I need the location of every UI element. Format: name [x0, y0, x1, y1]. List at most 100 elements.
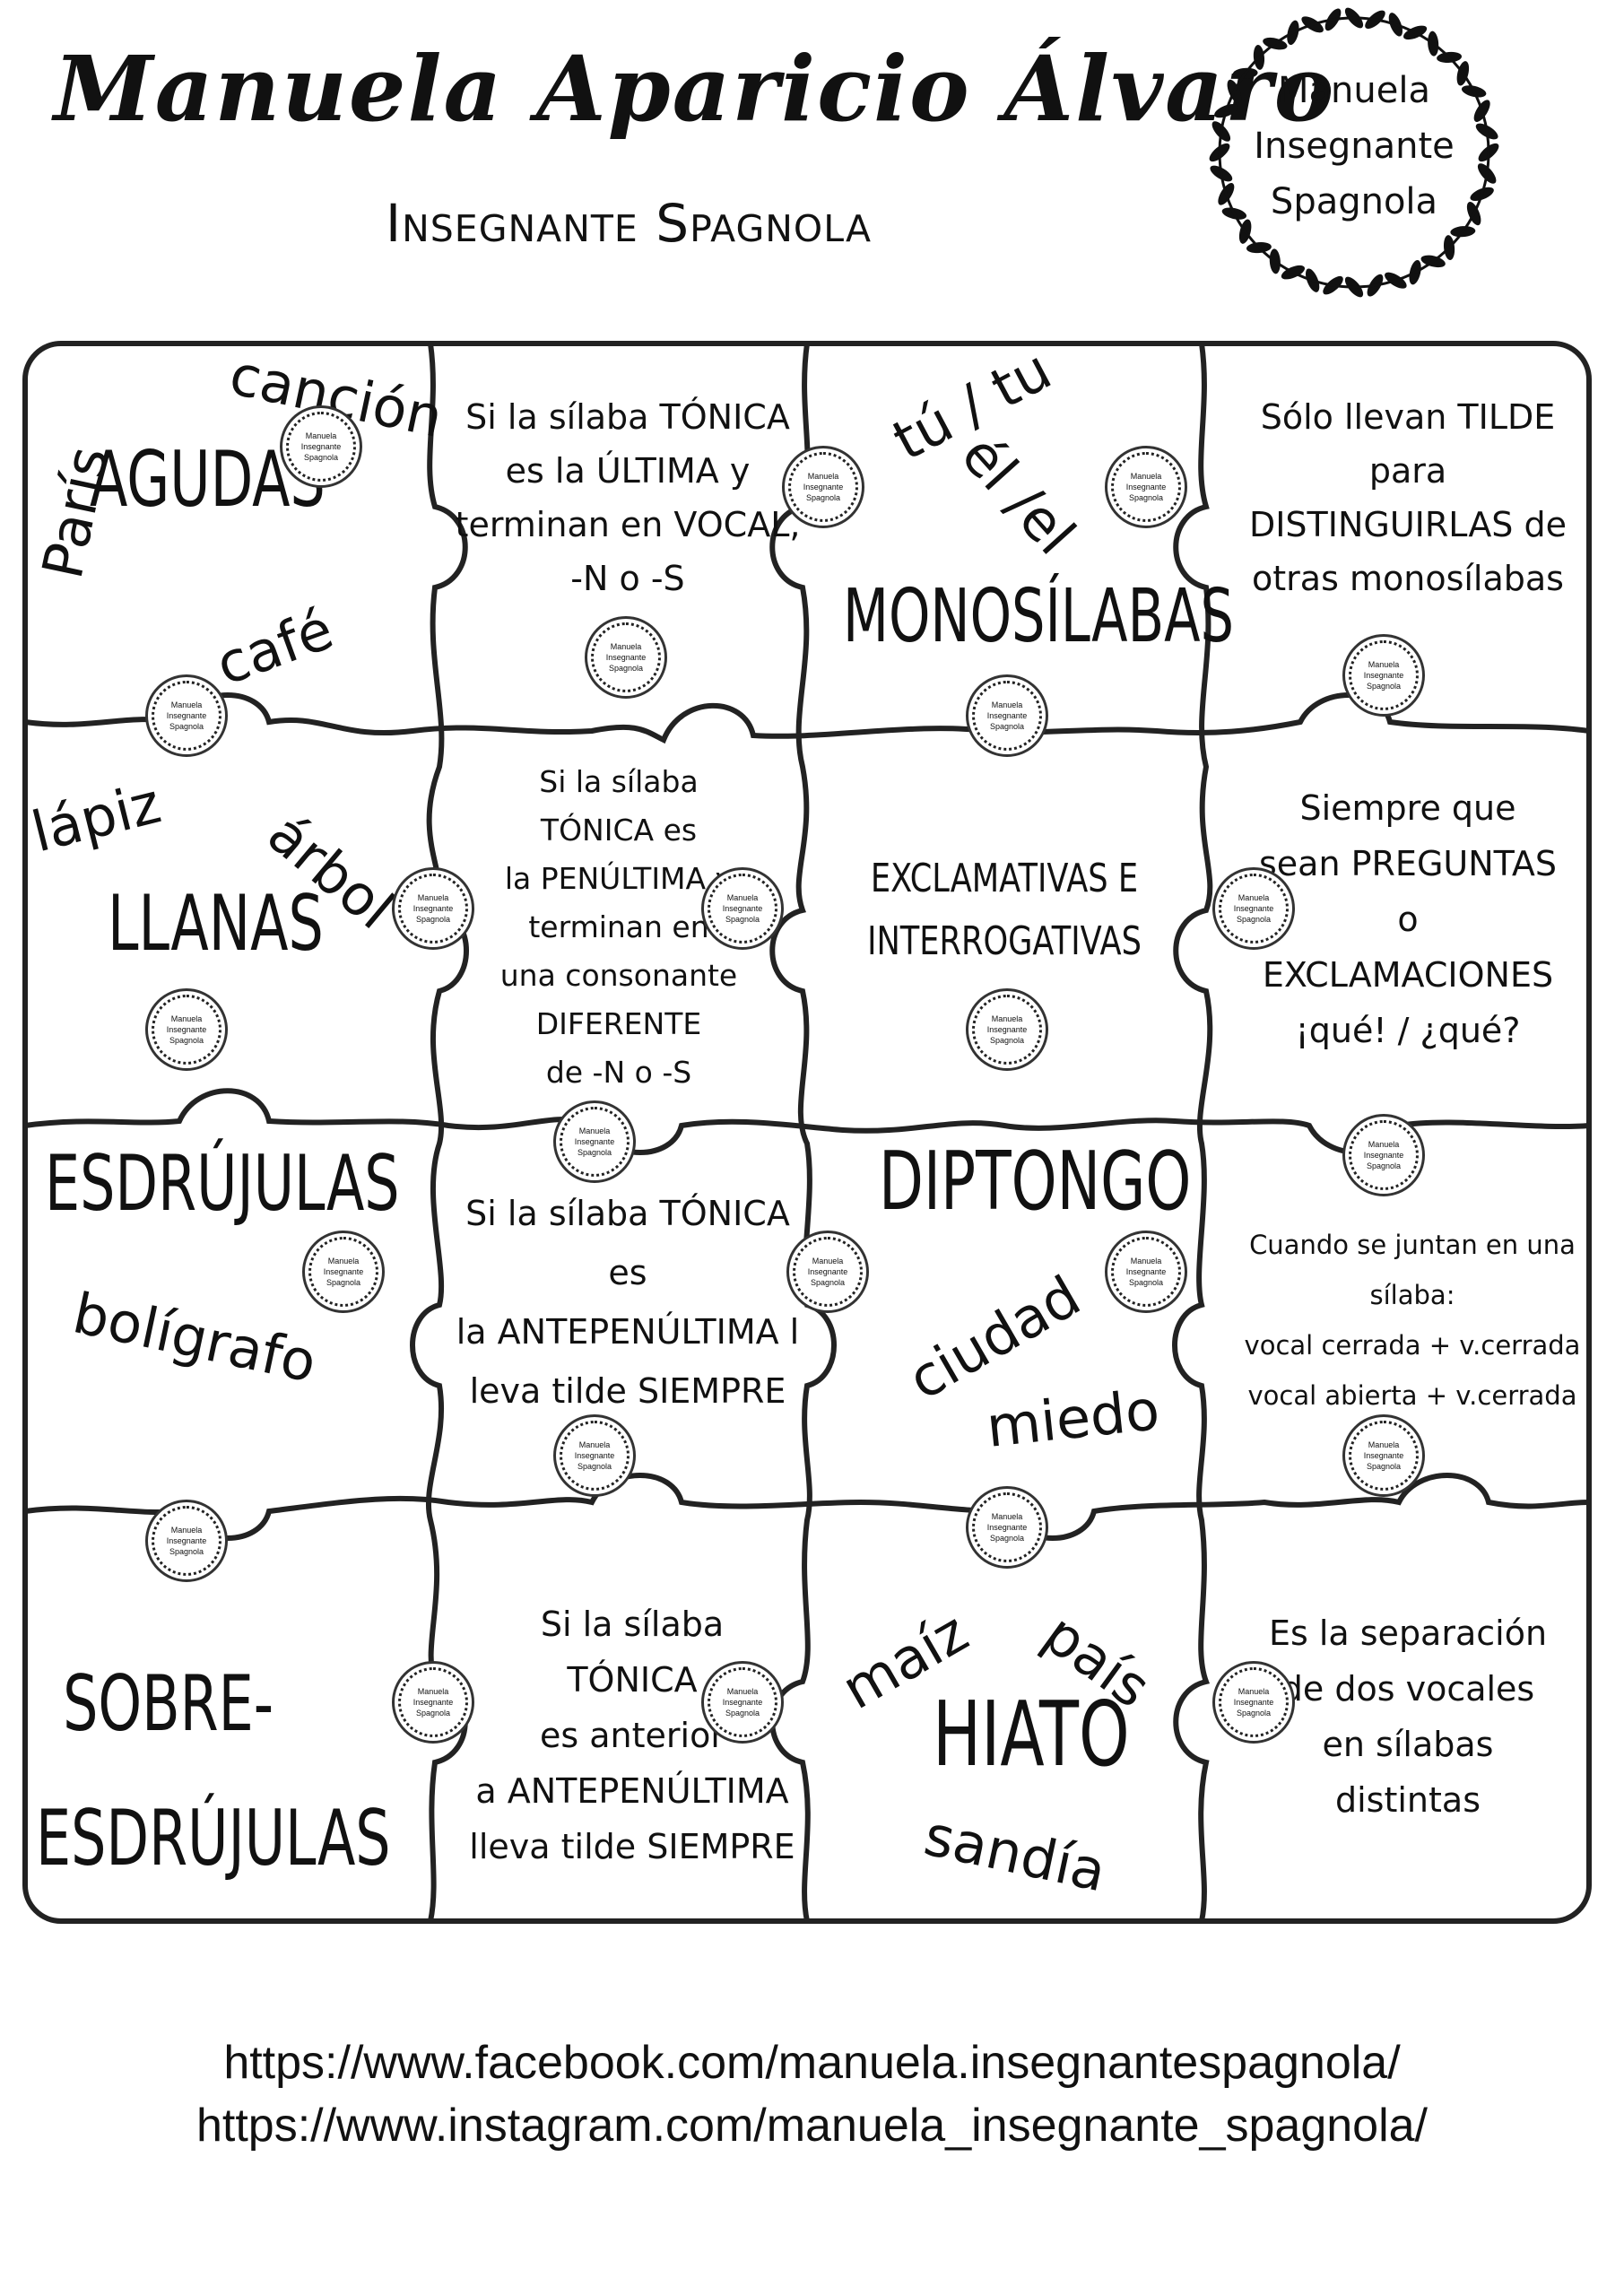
stamp-text: Spagnola [810, 1278, 846, 1287]
seal-line-3: Spagnola [1270, 181, 1438, 222]
stamp-text: Insegnante [1363, 1451, 1404, 1460]
stamp-text: Spagnola [169, 1547, 204, 1556]
stamp-text: Insegnante [1233, 904, 1274, 913]
description-line: sílaba: [1369, 1280, 1455, 1310]
hiato-description: Es la separación de dos vocales en sílab… [1238, 1605, 1578, 1828]
agudas-description: Si la sílaba TÓNICA es la ÚLTIMA y termi… [448, 390, 807, 605]
sobreesdrujulas-description: Si la sílaba TÓNICA es anterior a ANTEPE… [457, 1596, 807, 1874]
stamp-text: Manuela [170, 700, 203, 709]
stamp-text: Manuela [170, 1014, 203, 1023]
stamp-text: Manuela [812, 1257, 844, 1265]
exclamativas-title: EXCLAMATIVAS E INTERROGATIVAS [861, 848, 1148, 973]
stamp-text: Spagnola [725, 915, 760, 924]
stamp-text: Manuela [991, 700, 1023, 709]
stamp-text: Spagnola [1366, 682, 1402, 691]
stamp-text: Manuela [578, 1126, 611, 1135]
stamp-text: Spagnola [1366, 1462, 1402, 1471]
stamp-text: Insegnante [574, 1451, 615, 1460]
stamp-text: Manuela [726, 893, 759, 902]
author-title: Manuela Aparicio Álvaro [54, 36, 1336, 142]
description-line: Si la sílaba TÓNICA [465, 1194, 790, 1233]
stamp-text: Manuela [1238, 1687, 1270, 1696]
stamp-text: Manuela [991, 1512, 1023, 1521]
stamp-text: Insegnante [722, 904, 763, 913]
stamp-text: Spagnola [1366, 1161, 1402, 1170]
stamp-text: Manuela [170, 1526, 203, 1535]
description-line: Es la separación [1268, 1613, 1548, 1653]
description-line: EXCLAMACIONES [1262, 955, 1554, 995]
title-line: SOBRE- [63, 1659, 274, 1749]
description-line: de -N o -S [545, 1055, 692, 1090]
stamp-text: Insegnante [300, 442, 342, 451]
description-line: leva tilde SIEMPRE [469, 1371, 786, 1411]
llanas-description: Si la sílaba TÓNICA es la PENÚLTIMA y te… [457, 758, 780, 1097]
stamp-text: Manuela [1368, 1140, 1400, 1149]
stamp-text: Manuela [1238, 893, 1270, 902]
stamp-text: Spagnola [989, 1036, 1025, 1045]
stamp-text: Spagnola [608, 664, 644, 673]
stamp-text: Insegnante [1363, 671, 1404, 680]
description-line: -N o -S [570, 559, 685, 598]
stamp-text: Manuela [417, 1687, 449, 1696]
stamp-text: Manuela [1130, 1257, 1162, 1265]
stamp-text: Manuela [610, 642, 642, 651]
instagram-link[interactable]: https://www.instagram.com/manuela_insegn… [195, 2100, 1429, 2152]
description-line: DIFERENTE [535, 1006, 702, 1041]
stamp-text: Spagnola [1128, 493, 1164, 502]
stamp-text: Manuela [1130, 472, 1162, 481]
stamp-text: Insegnante [605, 653, 647, 662]
stamp-text: Manuela [305, 431, 337, 440]
stamp-text: Spagnola [169, 722, 204, 731]
stamp-text: Spagnola [1236, 1709, 1272, 1718]
stamp-text: Insegnante [1233, 1698, 1274, 1707]
stamp-text: Spagnola [303, 453, 339, 462]
stamp-text: Manuela [1368, 660, 1400, 669]
hiato-title: HIATO [933, 1682, 1130, 1787]
title-line: INTERROGATIVAS [867, 918, 1142, 964]
stamp-text: Manuela [807, 472, 839, 481]
subtitle: Insegnante Spagnola [386, 193, 873, 254]
stamp-text: Manuela [991, 1014, 1023, 1023]
stamp-text: Spagnola [169, 1036, 204, 1045]
stamp-text: Insegnante [323, 1267, 364, 1276]
description-line: Cuando se juntan en una [1249, 1230, 1576, 1260]
stamp-text: Insegnante [1363, 1151, 1404, 1160]
stamp-text: Insegnante [986, 1523, 1028, 1532]
stamp-text: Insegnante [413, 904, 454, 913]
esdrujulas-title: ESDRÚJULAS [45, 1139, 400, 1229]
description-line: Sólo llevan TILDE [1260, 397, 1556, 437]
description-line: vocal cerrada + v.cerrada [1244, 1330, 1581, 1361]
stamp-text: Insegnante [413, 1698, 454, 1707]
stamp-text: Insegnante [986, 711, 1028, 720]
seal-line-2: Insegnante [1254, 126, 1455, 167]
diptongo-description: Cuando se juntan en una sílaba: vocal ce… [1229, 1220, 1596, 1421]
description-line: una consonante [499, 958, 738, 993]
stamp-text: Spagnola [1236, 915, 1272, 924]
stamp-text: Manuela [726, 1687, 759, 1696]
description-line: vocal abierta + v.cerrada [1247, 1380, 1577, 1411]
monosilabas-title: MONOSÍLABAS [843, 574, 1234, 659]
stamp-text: Insegnante [807, 1267, 848, 1276]
description-line: la PENÚLTIMA y [504, 861, 734, 896]
puzzle-outline [22, 341, 1592, 1924]
description-line: la ANTEPENÚLTIMA l [456, 1312, 800, 1352]
description-line: Si la sílaba [539, 764, 699, 799]
laurel-wreath-icon [1209, 7, 1499, 298]
laurel-seal: Manuela Insegnante Spagnola [1193, 0, 1515, 305]
facebook-link[interactable]: https://www.facebook.com/manuela.insegna… [223, 2037, 1401, 2089]
seal-line-1: Manuela [1278, 70, 1430, 111]
stamp-text: Insegnante [803, 483, 844, 491]
sobreesdrujulas-title: SOBRE- ESDRÚJULAS [36, 1637, 391, 1906]
description-line: o [1397, 900, 1419, 939]
